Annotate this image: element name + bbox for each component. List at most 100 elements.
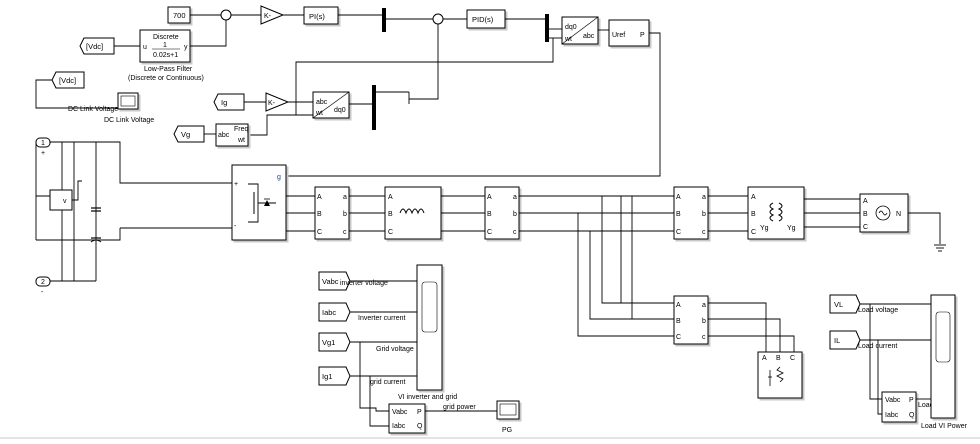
lpf-num: 1 (163, 42, 167, 49)
constant-value: 700 (173, 11, 186, 20)
lpm-q: Q (909, 412, 915, 419)
meas4-a: A (676, 302, 681, 309)
ig1-label: Ig1 (322, 372, 332, 381)
power-calc-load[interactable]: Vabc Iabc P Q (881, 391, 917, 423)
vg1-label: Vg1 (322, 338, 335, 347)
goto-vdc-top[interactable]: [Vdc] (79, 37, 115, 55)
port-2[interactable]: 2 - (35, 276, 51, 296)
meas2-a: A (487, 194, 492, 201)
meas4-la: a (702, 302, 706, 309)
three-phase-source[interactable]: A B C N (859, 193, 909, 233)
from-vg-tag[interactable]: Vg (173, 125, 205, 143)
lpf-caption-1: Low-Pass Filter (144, 66, 193, 73)
meas4-c: C (676, 334, 681, 341)
mux-2[interactable] (545, 14, 549, 42)
src-b: B (863, 211, 868, 218)
sig-grid-current: grid current (370, 379, 405, 386)
low-pass-filter-block[interactable]: Discrete 1 0.02s+1 u y (139, 29, 191, 63)
load-b: B (776, 355, 781, 362)
from-ig1-tag[interactable]: Ig1 (318, 366, 351, 386)
pll-in-label: abc (218, 132, 230, 139)
gain-block-2[interactable]: K- (265, 92, 290, 112)
gain-block-1[interactable]: K- (260, 5, 285, 25)
src-n: N (896, 211, 901, 218)
dq0-in-label: dq0 (565, 24, 577, 31)
meas2-c: C (487, 229, 492, 236)
sig-grid-voltage: Grid voltage (376, 346, 414, 353)
dc-scope-caption: DC Link Voltage (104, 117, 154, 124)
from-iabc-tag[interactable]: Iabc (318, 302, 351, 322)
iabc-label: Iabc (322, 308, 336, 317)
vl-label: VL (834, 300, 843, 309)
lpf-out: y (184, 44, 188, 51)
sig-inverter-current: Inverter current (358, 315, 406, 322)
meas3-la: a (702, 194, 706, 201)
three-phase-measurement-4[interactable]: A B C a b c (673, 295, 709, 345)
port-1[interactable]: 1 + (35, 137, 51, 157)
rlc-load-block[interactable]: A B C (757, 351, 803, 399)
rl-branch-block[interactable]: A B C (384, 186, 442, 240)
lpm-iabc: Iabc (885, 412, 899, 419)
meas1-lb: b (343, 211, 347, 218)
meas4-lc: c (702, 334, 706, 341)
dc-link-scope[interactable] (117, 92, 139, 110)
mux-1[interactable] (382, 8, 386, 32)
meas4-lb: b (702, 318, 706, 325)
pwm-generator-block[interactable]: Uref P (608, 19, 650, 47)
dq0-to-abc-block[interactable]: dq0 wt abc (561, 16, 599, 45)
three-phase-measurement-1[interactable]: A B C a b c (314, 186, 350, 240)
sig-grid-power: grid power (443, 404, 476, 411)
abc-in-label: abc (316, 99, 328, 106)
universal-bridge-block[interactable]: g + - (231, 164, 287, 241)
from-vl-tag[interactable]: VL (829, 294, 861, 314)
three-phase-measurement-3[interactable]: A B C a b c (673, 186, 709, 240)
from-ig-tag[interactable]: Ig (213, 93, 245, 111)
from-vdc-tag[interactable]: [Vdc] (51, 71, 85, 89)
sum-block-1[interactable] (220, 9, 232, 21)
load-scope[interactable] (930, 294, 956, 419)
abc-to-dq0-block[interactable]: abc wt dq0 (312, 91, 350, 119)
meas3-b: B (676, 211, 681, 218)
port-2-num: 2 (41, 279, 45, 286)
dc-link-signal-label: DC Link Voltage (68, 106, 118, 113)
lpf-in: u (143, 44, 147, 51)
pi-label: PI(s) (309, 12, 325, 21)
meas1-lc: c (343, 229, 347, 236)
meas3-lb: b (702, 211, 706, 218)
port-1-num: 1 (41, 140, 45, 147)
goto-vdc-top-label: [Vdc] (86, 42, 103, 51)
from-vabc-tag[interactable]: Vabc (318, 271, 351, 291)
vi-scope[interactable] (416, 264, 443, 391)
pm-iabc: Iabc (392, 423, 406, 430)
load-a: A (762, 355, 767, 362)
vi-scope-caption: VI inverter and grid (398, 394, 457, 401)
ig-label: Ig (221, 98, 227, 107)
power-calc-grid[interactable]: Vabc Iabc P Q (388, 403, 426, 434)
dq0-out-label: dq0 (334, 107, 346, 114)
rl-a: A (388, 194, 393, 201)
constant-700-block[interactable]: 700 (167, 6, 191, 24)
trafo-y2: Yg (787, 225, 796, 232)
transformer-block[interactable]: A B C Yg Yg (747, 186, 805, 240)
meas1-a: A (317, 194, 322, 201)
sum-block-2[interactable] (432, 13, 444, 25)
from-vg1-tag[interactable]: Vg1 (318, 332, 351, 352)
pll-freq-label: Freq (234, 126, 249, 133)
src-a: A (863, 198, 868, 205)
vm-v-label: v (63, 198, 67, 205)
load-c: C (790, 355, 795, 362)
demux-1[interactable] (372, 85, 376, 130)
meas1-c: C (317, 229, 322, 236)
pi-controller-block[interactable]: PI(s) (303, 6, 339, 25)
trafo-a: A (751, 194, 756, 201)
port-1-sign: + (41, 150, 45, 157)
meas4-b: B (676, 318, 681, 325)
trafo-y1: Yg (760, 225, 769, 232)
pll-block[interactable]: abc Freq wt (215, 123, 249, 147)
three-phase-measurement-2[interactable]: A B C a b c (484, 186, 520, 240)
pid-controller-block[interactable]: PID(s) (466, 9, 506, 29)
rl-b: B (388, 211, 393, 218)
pg-scope[interactable] (496, 400, 520, 420)
from-il-tag[interactable]: IL (829, 330, 861, 350)
voltage-measurement[interactable]: v (49, 189, 73, 211)
